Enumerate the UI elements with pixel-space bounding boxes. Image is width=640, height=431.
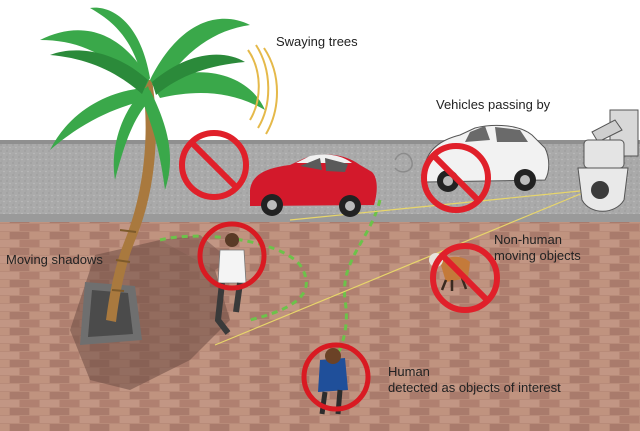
- label-human: Human detected as objects of interest: [388, 364, 561, 396]
- prohibition-icon-trees: [179, 130, 249, 200]
- prohibition-icon-animals: [430, 243, 500, 313]
- label-human-line2: detected as objects of interest: [388, 380, 561, 395]
- white-car: [394, 124, 550, 192]
- label-non-human: Non-human moving objects: [494, 232, 581, 264]
- detection-circle-icon-human: [301, 342, 371, 412]
- label-non-human-line1: Non-human: [494, 232, 562, 247]
- label-moving-shadows: Moving shadows: [6, 252, 103, 267]
- detection-circle-icon-shadow: [197, 221, 267, 291]
- label-vehicles: Vehicles passing by: [436, 97, 551, 112]
- label-human-line1: Human: [388, 364, 430, 379]
- detection-paths: [159, 199, 382, 361]
- prohibition-icon-vehicles: [421, 143, 491, 213]
- tree-shadow: [70, 235, 230, 390]
- palm-tree: [40, 7, 278, 322]
- label-non-human-line2: moving objects: [494, 248, 581, 263]
- label-swaying-trees: Swaying trees: [276, 34, 358, 49]
- red-car: [250, 154, 377, 217]
- camera-icon: [577, 109, 639, 212]
- walking-man: [214, 233, 247, 335]
